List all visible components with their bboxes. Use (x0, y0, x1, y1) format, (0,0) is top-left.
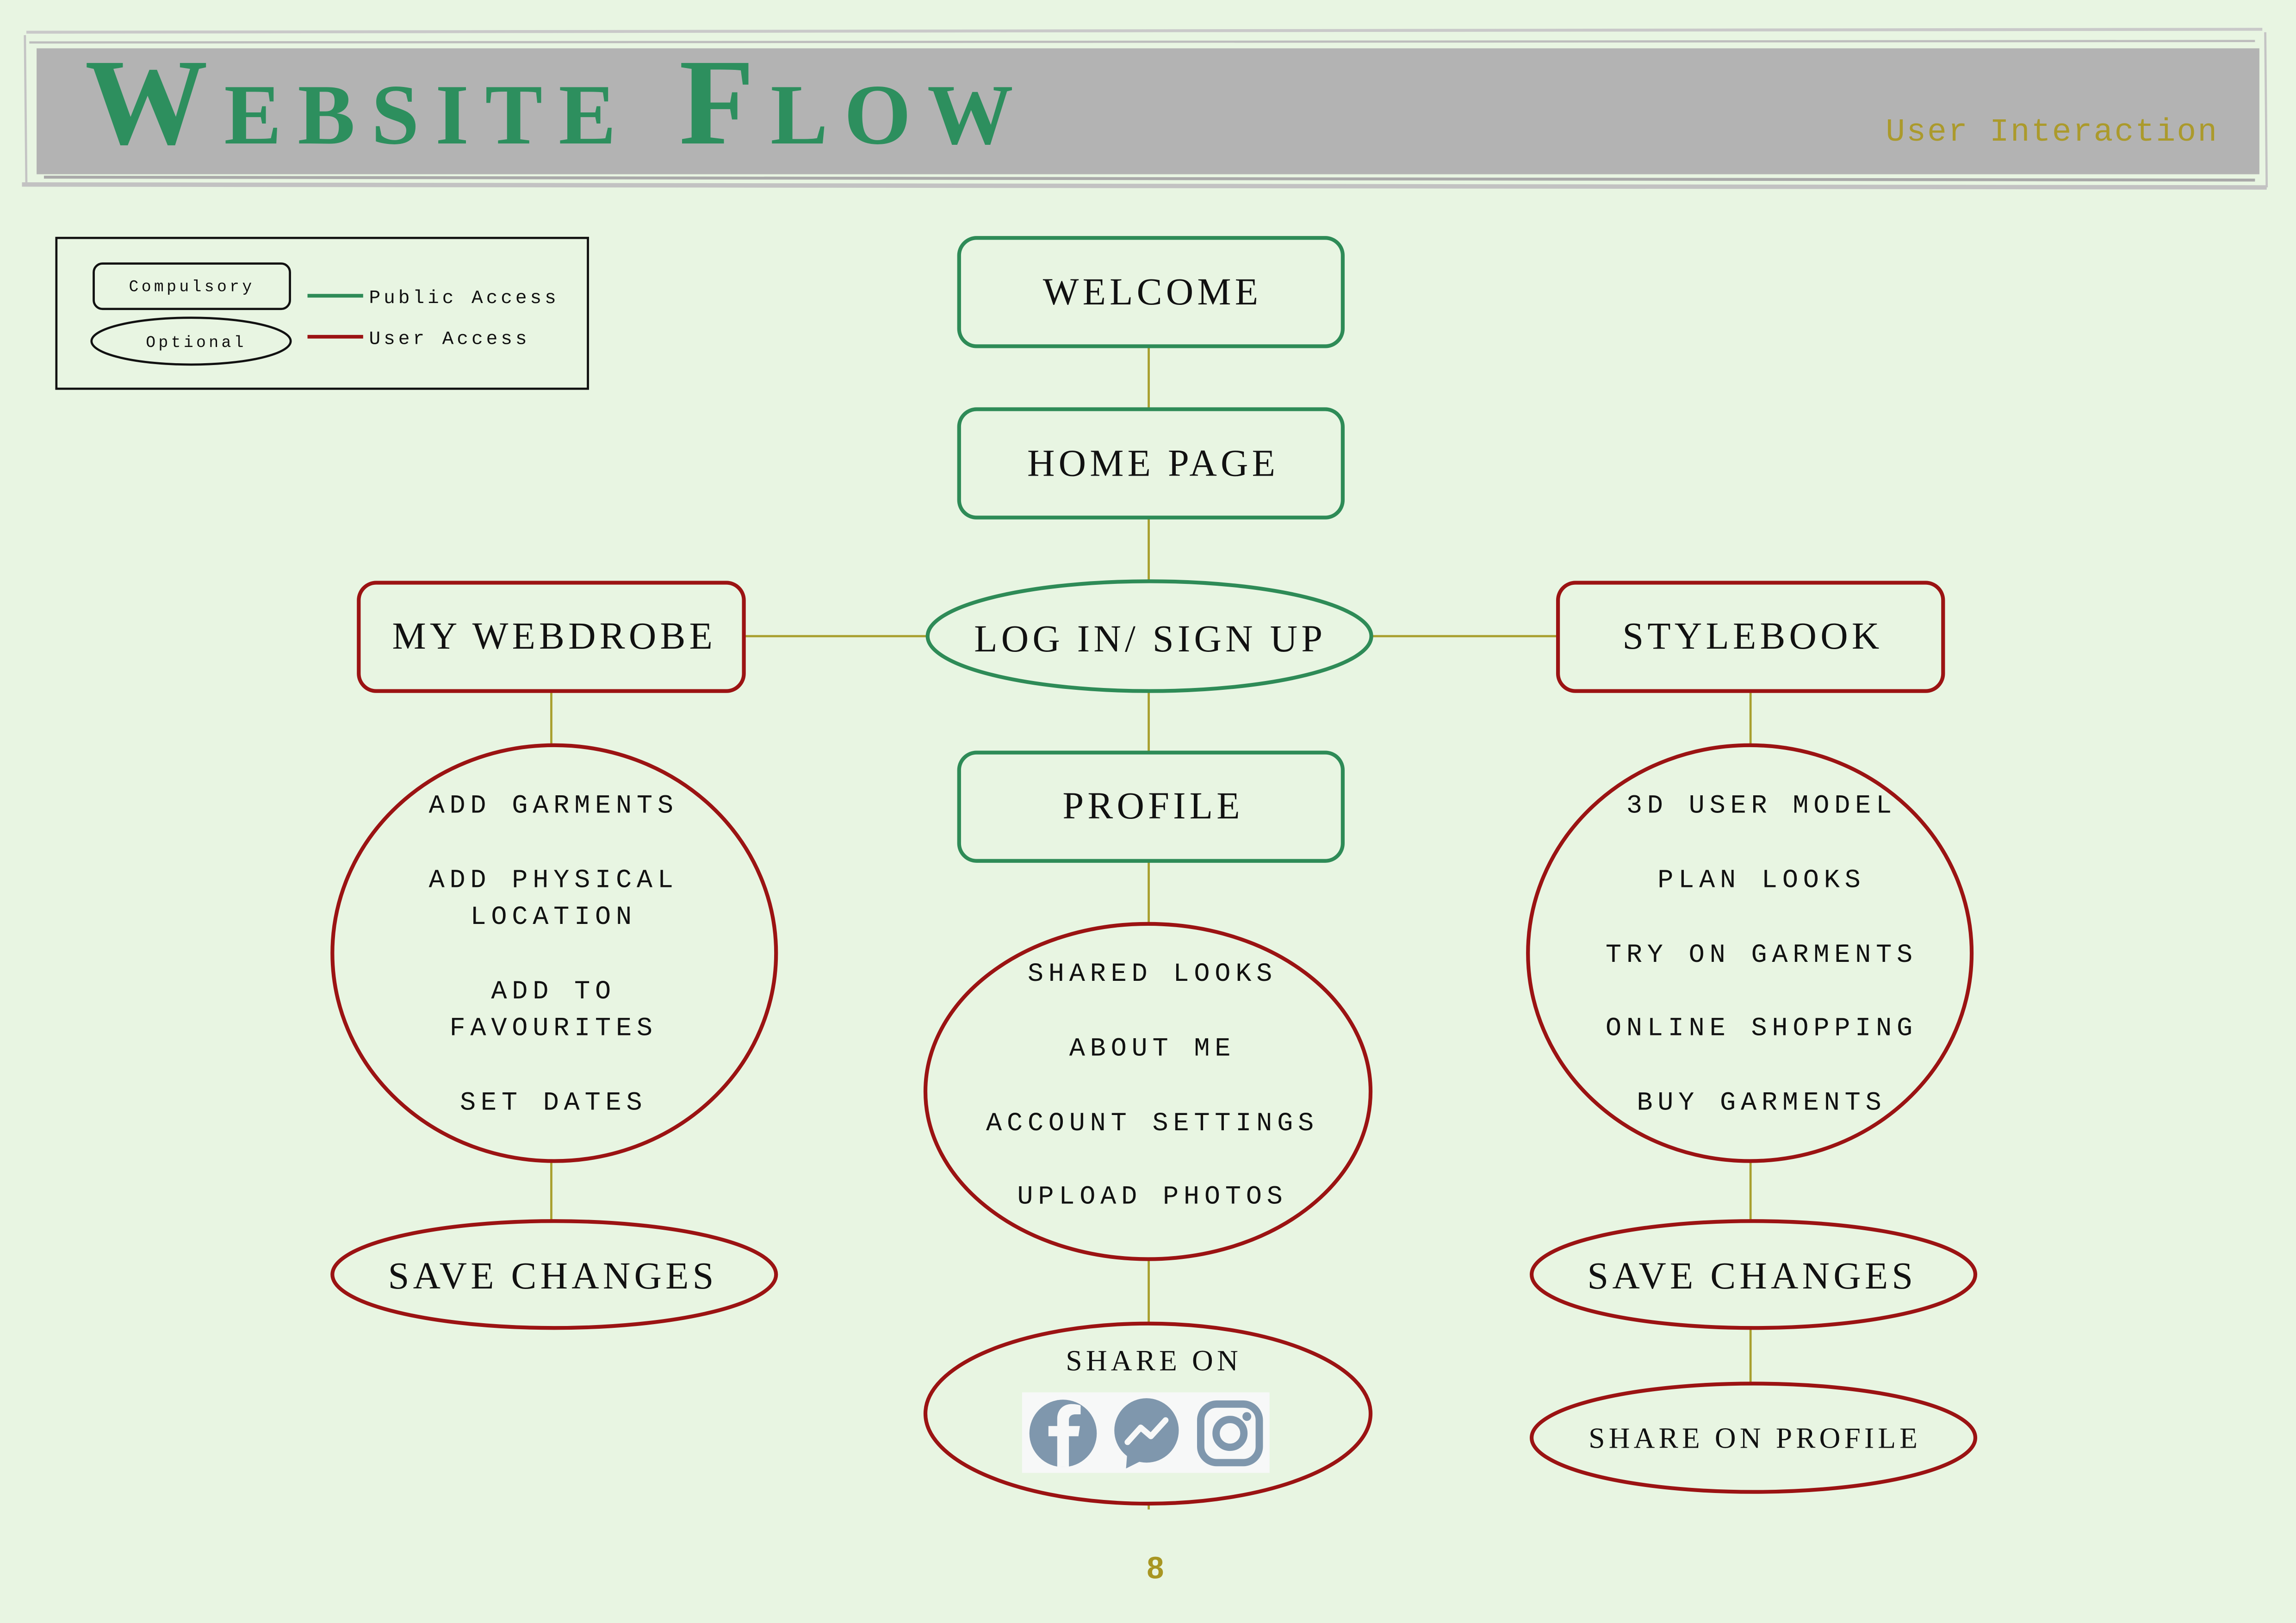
legend-compulsory-label: Compulsory (129, 279, 255, 297)
node-home-page-label: HOME PAGE (1027, 442, 1279, 484)
page-number: 8 (1147, 1551, 1164, 1585)
banner-brush-stroke (2264, 32, 2268, 188)
legend-public-access-label: Public Access (369, 288, 559, 309)
banner-fill (37, 48, 2259, 174)
node-home-page-shape (957, 407, 1345, 520)
node-login-shape (925, 579, 1373, 693)
connectors (550, 347, 1752, 1510)
banner-brush-stroke (22, 182, 2267, 190)
node-welcome-shape (957, 236, 1345, 348)
node-share-on-profile-label: SHARE ON PROFILE (1589, 1422, 1921, 1455)
node-stylebook-shape (1556, 581, 1945, 693)
legend-optional-shape (90, 316, 292, 366)
node-profile-label: PROFILE (1062, 785, 1243, 827)
banner-brush-stroke (43, 175, 2255, 182)
webdrobe-options: ADD GARMENTS ADD PHYSICAL LOCATION ADD T… (330, 743, 778, 1163)
node-stylebook-save-changes: SAVE CHANGES (1529, 1219, 1978, 1330)
option-account-settings: ACCOUNT SETTINGS (986, 1109, 1319, 1139)
node-my-webdrobe-shape (357, 581, 746, 693)
option-add-to-favourites: FAVOURITES (450, 1014, 658, 1043)
legend: Compulsory Optional Public Access User A… (55, 236, 589, 390)
option-online-shopping: ONLINE SHOPPING (1606, 1014, 1917, 1043)
node-my-webdrobe: MY WEBDROBE (357, 581, 746, 693)
node-stylebook-save-shape (1529, 1219, 1978, 1330)
node-share-on-profile: SHARE ON PROFILE (1529, 1381, 1978, 1494)
option-3d-user-model: 3D USER MODEL (1626, 791, 1897, 821)
option-plan-looks: PLAN LOOKS (1657, 866, 1865, 896)
option-add-to-favourites: ADD TO (491, 977, 616, 1007)
banner-brush-stroke (24, 35, 28, 185)
option-add-physical-location: ADD PHYSICAL (429, 866, 678, 896)
node-share-on: SHARE ON (923, 1321, 1373, 1506)
stylebook-options: 3D USER MODEL PLAN LOOKS TRY ON GARMENTS… (1526, 743, 1974, 1163)
legend-user-access-label: User Access (369, 329, 530, 350)
banner-brush-stroke (26, 28, 2263, 34)
option-set-dates: SET DATES (460, 1089, 647, 1118)
option-shared-looks: SHARED LOOKS (1028, 960, 1277, 989)
node-profile-shape (957, 750, 1345, 863)
profile-options-shape (923, 922, 1373, 1261)
node-webdrobe-save-label: SAVE CHANGES (388, 1255, 718, 1297)
banner-brush-stroke (29, 40, 2255, 44)
node-share-on-profile-shape (1529, 1381, 1978, 1494)
facebook-icon (1029, 1400, 1097, 1467)
node-stylebook-save-label: SAVE CHANGES (1587, 1255, 1917, 1297)
option-buy-garments: BUY GARMENTS (1637, 1089, 1886, 1118)
legend-optional-label: Optional (146, 334, 247, 352)
section-subtitle: User Interaction (1886, 114, 2218, 150)
profile-options: SHARED LOOKS ABOUT ME ACCOUNT SETTINGS U… (923, 922, 1373, 1261)
option-add-physical-location: LOCATION (470, 903, 637, 932)
node-profile: PROFILE (957, 750, 1345, 863)
node-my-webdrobe-label: MY WEBDROBE (392, 615, 716, 657)
node-share-on-label: SHARE ON (1066, 1344, 1242, 1377)
option-upload-photos: UPLOAD PHOTOS (1017, 1182, 1287, 1212)
option-try-on-garments: TRY ON GARMENTS (1606, 941, 1917, 970)
node-webdrobe-save-changes: SAVE CHANGES (330, 1219, 778, 1330)
option-add-garments: ADD GARMENTS (429, 791, 678, 821)
node-webdrobe-save-shape (330, 1219, 778, 1330)
webdrobe-options-shape (330, 743, 778, 1163)
legend-compulsory-shape (93, 262, 291, 310)
node-home-page: HOME PAGE (957, 407, 1345, 520)
stylebook-options-shape (1526, 743, 1974, 1163)
instagram-icon (1197, 1400, 1263, 1467)
legend-box (55, 236, 589, 390)
node-stylebook-label: STYLEBOOK (1622, 615, 1883, 657)
option-about-me: ABOUT ME (1069, 1035, 1236, 1064)
messenger-icon (1114, 1398, 1179, 1469)
node-welcome: WELCOME (957, 236, 1345, 348)
node-login: LOG IN/ SIGN UP (925, 579, 1373, 693)
header-banner: Website Flow User Interaction (22, 28, 2268, 190)
node-share-on-shape (923, 1321, 1373, 1506)
node-login-label: LOG IN/ SIGN UP (974, 618, 1326, 660)
node-welcome-label: WELCOME (1043, 271, 1262, 313)
node-stylebook: STYLEBOOK (1556, 581, 1945, 693)
